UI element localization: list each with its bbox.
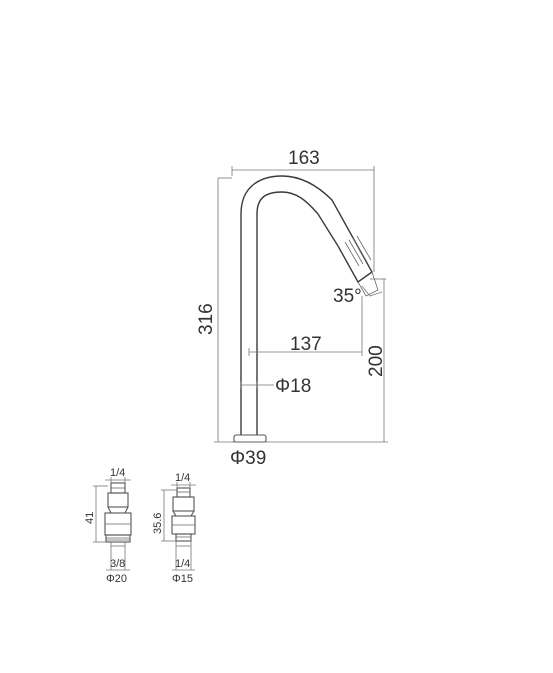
fitting-right: [171, 487, 196, 542]
label-right-height: 35.6: [152, 513, 164, 534]
label-base-diameter: Φ39: [230, 448, 266, 469]
label-spout-angle: 35°: [333, 286, 362, 307]
label-left-diameter: Φ20: [106, 573, 127, 585]
dim-overall-width: [218, 166, 375, 272]
label-left-height: 41: [84, 512, 96, 524]
label-right-top-thread: 1/4: [175, 472, 190, 484]
faucet-base: [232, 434, 268, 443]
dim-spout-height: [268, 279, 388, 443]
dim-spout-reach: [248, 296, 363, 356]
label-spout-reach: 137: [290, 334, 322, 355]
label-left-top-thread: 1/4: [110, 467, 125, 479]
dim-body-diameter: [240, 381, 274, 389]
label-spout-height: 200: [366, 345, 387, 377]
label-overall-height: 316: [196, 303, 217, 335]
label-overall-width: 163: [288, 148, 320, 169]
dim-overall-height: [214, 178, 234, 443]
dim-spout-angle: [361, 278, 386, 297]
dim-fitting-left: [93, 477, 131, 571]
dim-fitting-right: [161, 482, 196, 571]
label-body-diameter: Φ18: [275, 376, 311, 397]
label-right-diameter: Φ15: [172, 573, 193, 585]
label-left-bottom-thread: 3/8: [110, 558, 125, 570]
fitting-left: [104, 482, 132, 543]
faucet-body: [240, 175, 379, 435]
label-right-bottom-thread: 1/4: [175, 558, 190, 570]
